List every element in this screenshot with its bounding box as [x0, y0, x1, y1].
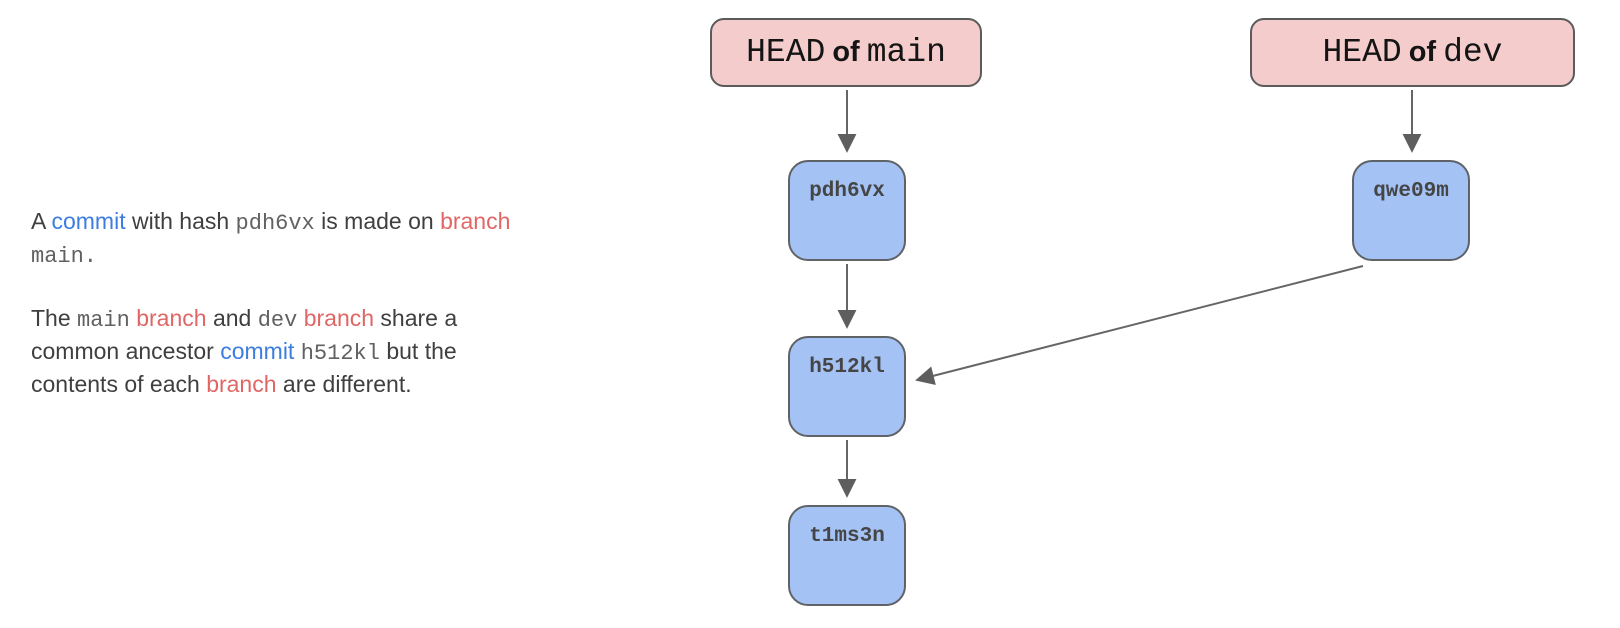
commit-node-pdh6vx: pdh6vx: [788, 160, 906, 261]
text-segment-blue: commit: [51, 208, 126, 234]
text-segment-red: branch: [206, 371, 277, 397]
head-label: HEAD: [746, 34, 826, 71]
text-segment-plain: are different.: [276, 371, 412, 397]
text-segment-plain: The: [31, 305, 78, 331]
text-segment-red: branch: [440, 208, 511, 234]
text-segment-code: main: [77, 308, 130, 333]
paragraph-commit-made: A commit with hash pdh6vx is made on bra…: [31, 206, 591, 272]
text-segment-plain: with hash: [125, 208, 236, 234]
commit-node-qwe09m: qwe09m: [1352, 160, 1470, 261]
branch-name-dev: dev: [1443, 34, 1503, 71]
paragraph-common-ancestor: The main branch and dev branch share a co…: [31, 303, 591, 400]
head-label: HEAD: [1322, 34, 1402, 71]
of-label: of: [832, 36, 860, 68]
text-segment-plain: but the: [379, 338, 457, 364]
text-segment-code: main.: [31, 244, 98, 269]
text-segment-plain: and: [206, 305, 258, 331]
of-label: of: [1408, 36, 1437, 68]
text-segment-blue: commit: [220, 338, 295, 364]
text-segment-plain: is made on: [314, 208, 441, 234]
edge-qwe09m-to-h512kl: [915, 265, 1364, 385]
text-segment-plain: share a: [374, 305, 458, 331]
commit-hash-label: t1ms3n: [809, 525, 885, 548]
description-text-block: A commit with hash pdh6vx is made on bra…: [31, 206, 591, 431]
commit-hash-label: pdh6vx: [809, 180, 885, 203]
commit-hash-label: qwe09m: [1373, 180, 1449, 203]
commit-node-t1ms3n: t1ms3n: [788, 505, 906, 606]
text-segment-red: branch: [303, 305, 375, 331]
text-segment-code: pdh6vx: [235, 211, 315, 236]
text-segment-plain: A: [31, 208, 52, 234]
text-segment-code: h512kl: [300, 341, 380, 366]
commit-hash-label: h512kl: [809, 356, 885, 379]
text-segment-code: dev: [257, 308, 298, 333]
commit-node-h512kl: h512kl: [788, 336, 906, 437]
text-segment-plain: common ancestor: [31, 338, 221, 364]
text-segment-red: branch: [136, 305, 207, 331]
text-segment-plain: contents of each: [31, 371, 207, 397]
branch-name-main: main: [866, 34, 946, 71]
